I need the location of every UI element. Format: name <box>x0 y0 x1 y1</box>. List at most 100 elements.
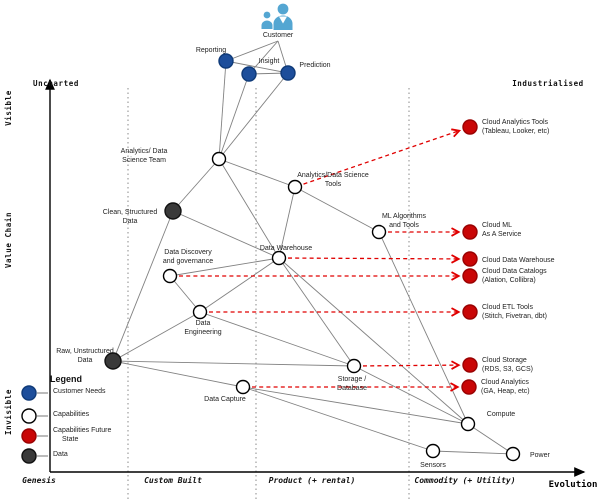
label-prediction: Prediction <box>299 62 330 69</box>
label-c_etl: (Stitch, Fivetran, dbt) <box>482 313 547 320</box>
label-c_store: (RDS, S3, GCS) <box>482 366 533 373</box>
label-c_tools: (Tableau, Looker, etc) <box>482 128 549 135</box>
node-prediction <box>280 65 296 81</box>
edge-storage-compute <box>353 365 469 425</box>
edge-team-clean <box>172 158 220 212</box>
node-insight <box>241 66 257 82</box>
legend-label: Customer Needs <box>53 388 106 395</box>
node-discovery <box>162 268 178 284</box>
customer-icon-small-head <box>263 11 271 19</box>
stage-label: Product (+ rental) <box>269 476 356 485</box>
label-engineering: Engineering <box>184 329 221 336</box>
edge-prediction-team <box>218 72 289 160</box>
region-label-industrialised: Industrialised <box>512 79 584 88</box>
node-c_ga <box>461 379 477 395</box>
node-c_dw <box>462 251 478 267</box>
label-c_ml: As A Service <box>482 231 521 238</box>
legend-label: Capabilities <box>53 411 90 418</box>
label-c_ga: Cloud Analytics <box>481 379 529 386</box>
customer-icon-notch <box>279 16 287 24</box>
label-discovery: and governance <box>163 258 213 265</box>
customer-icon: Customer <box>261 3 294 39</box>
node-team <box>211 151 227 167</box>
edge-dw-storage <box>278 257 355 367</box>
region-label-uncharted: Uncharted <box>33 79 79 88</box>
node-sensors <box>425 443 441 459</box>
evolution-dividers <box>127 88 410 502</box>
node-clean <box>164 202 182 220</box>
label-clean: Clean, Structured <box>103 209 158 216</box>
node-ml <box>371 224 387 240</box>
stage-label: Commodity (+ Utility) <box>414 475 515 485</box>
node-dw <box>271 250 287 266</box>
axis-title-value-chain: Value Chain <box>4 212 13 268</box>
edge-ml-compute <box>378 231 469 425</box>
label-discovery: Data Discovery <box>164 249 212 256</box>
label-compute: Compute <box>487 411 516 418</box>
customer-label: Customer <box>263 32 294 39</box>
edge-capture-compute <box>242 386 469 425</box>
edge-raw-storage <box>112 360 355 367</box>
future-arrow-dw <box>287 258 458 259</box>
edge-raw-capture <box>112 360 244 388</box>
node-reporting <box>218 53 234 69</box>
future-arrow-storage <box>362 365 458 366</box>
node-tools <box>287 179 303 195</box>
label-c_cat: (Alation, Collibra) <box>482 277 536 284</box>
axis-title-evolution: Evolution <box>549 479 598 490</box>
edge-team-dw <box>218 158 280 259</box>
legend-marker-capability <box>21 408 37 424</box>
label-c_ga: (GA, Heap, etc) <box>481 388 530 395</box>
edge-insight-team <box>218 73 250 160</box>
dependency-edges <box>112 40 514 455</box>
label-capture: Data Capture <box>204 396 246 403</box>
label-ml: and Tools <box>389 222 419 229</box>
edge-engineering-storage <box>199 311 355 367</box>
edge-reporting-team <box>218 60 227 160</box>
label-tools: Tools <box>325 181 342 188</box>
label-storage: Storage / <box>338 376 366 383</box>
label-engineering: Data <box>196 320 211 327</box>
label-tools: Analytics/Data Science <box>297 172 369 179</box>
node-storage <box>346 358 362 374</box>
node-c_tools <box>462 119 478 135</box>
label-power: Power <box>530 452 551 459</box>
edge-discovery-dw <box>169 257 280 277</box>
label-reporting: Reporting <box>196 47 226 54</box>
label-team: Science Team <box>122 157 166 164</box>
customer-icon-small-body <box>261 20 273 29</box>
legend-label: Data <box>53 451 68 458</box>
edge-discovery-engineering <box>169 275 201 313</box>
legend-title: Legend <box>50 374 82 384</box>
node-engineering <box>192 304 208 320</box>
legend-marker-data <box>21 448 37 464</box>
edge-compute-power <box>467 423 514 455</box>
axis-label-invisible: Invisible <box>4 389 13 435</box>
label-sensors: Sensors <box>420 462 446 469</box>
legend-marker-customer_need <box>21 385 37 401</box>
label-c_cat: Cloud Data Catalogs <box>482 268 547 275</box>
label-clean: Data <box>123 218 138 225</box>
node-raw <box>104 352 122 370</box>
edge-clean-dw <box>172 210 280 259</box>
edge-clean-raw <box>112 210 174 362</box>
stage-label: Custom Built <box>144 475 202 485</box>
legend-label: Capabilities Future <box>53 427 111 434</box>
edge-tools-dw <box>278 186 296 259</box>
edge-capture-sensors <box>242 386 434 452</box>
node-c_ml <box>462 224 478 240</box>
edge-dw-compute <box>278 257 469 425</box>
label-c_ml: Cloud ML <box>482 222 512 229</box>
node-c_store <box>462 357 478 373</box>
edge-sensors-power <box>432 450 514 455</box>
edge-team-tools <box>218 158 296 188</box>
edge-tools-ml <box>294 186 380 233</box>
label-raw: Raw, Unstructured <box>56 348 114 355</box>
node-c_etl <box>462 304 478 320</box>
node-power <box>505 446 521 462</box>
